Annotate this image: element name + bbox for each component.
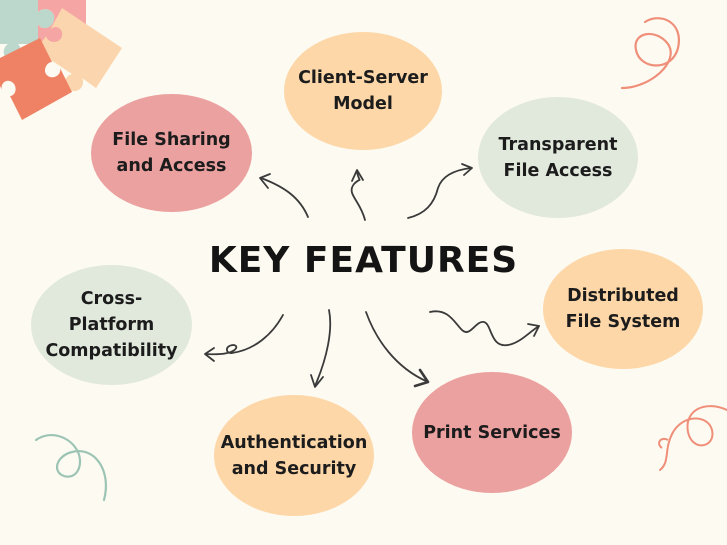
arrow-to-file-sharing bbox=[260, 177, 309, 218]
feature-print-services: Print Services bbox=[412, 372, 572, 493]
page-title: KEY FEATURES bbox=[208, 240, 519, 281]
feature-cross-platform: Cross-Platform Compatibility bbox=[31, 265, 192, 385]
feature-label: Print Services bbox=[423, 422, 561, 443]
feature-label: Authentication and Security bbox=[220, 432, 368, 479]
swirl-top-right bbox=[620, 17, 681, 90]
puzzle-icon bbox=[0, 0, 122, 120]
feature-label: Distributed File System bbox=[565, 286, 681, 332]
arrow-to-authentication bbox=[314, 309, 332, 387]
arrow-to-cross-platform bbox=[205, 314, 284, 356]
feature-transparent-file-access: Transparent File Access bbox=[478, 97, 638, 218]
arrow-to-print-services bbox=[365, 311, 429, 383]
feature-label: Client-Server Model bbox=[298, 68, 428, 114]
feature-distributed-file-system: Distributed File System bbox=[543, 249, 703, 369]
feature-label: File Sharing and Access bbox=[112, 130, 231, 176]
feature-label: Transparent File Access bbox=[498, 134, 618, 181]
feature-label: Cross-Platform Compatibility bbox=[45, 289, 178, 361]
arrow-to-client-server bbox=[350, 171, 366, 221]
swirl-bottom-left bbox=[34, 434, 107, 502]
arrow-to-distributed bbox=[429, 310, 540, 346]
feature-authentication-security: Authentication and Security bbox=[214, 395, 374, 516]
arrow-to-transparent bbox=[407, 167, 472, 219]
feature-file-sharing: File Sharing and Access bbox=[91, 94, 252, 212]
swirl-bottom-right bbox=[659, 405, 727, 471]
feature-client-server: Client-Server Model bbox=[284, 32, 442, 150]
